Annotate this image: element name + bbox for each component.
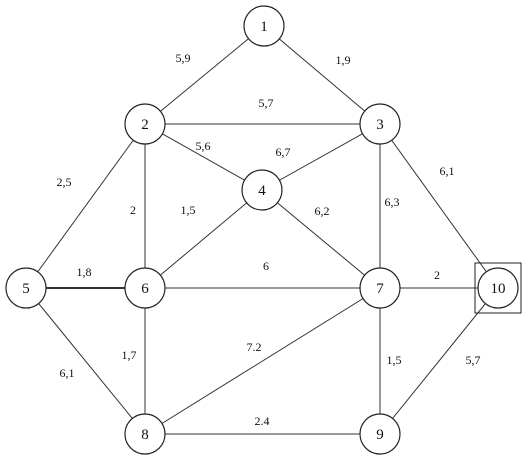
edge-3-10: [379, 123, 499, 289]
node-8-label: 8: [141, 427, 149, 443]
edge-label-6-8: 1,7: [122, 348, 137, 362]
edge-2-5: [25, 123, 146, 289]
node-7: 7: [359, 267, 401, 309]
node-1-circle: [243, 5, 285, 47]
edge-5-8: [25, 287, 146, 435]
edge-4-7: [261, 189, 381, 289]
node-10-circle: [477, 267, 519, 309]
edge-label-4-7: 6,2: [315, 204, 330, 218]
edge-label-2-5: 2,5: [57, 175, 72, 189]
edge-label-2-3: 5,7: [259, 96, 274, 110]
edge-label-5-8: 6,1: [60, 366, 75, 380]
edge-label-8-9: 2.4: [255, 414, 270, 428]
edge-label-7-10: 2: [434, 268, 440, 282]
edge-label-1-2: 5,9: [176, 51, 191, 65]
node-6-circle: [124, 267, 166, 309]
node-2-circle: [124, 103, 166, 145]
node-4-circle: [241, 169, 283, 211]
node-6: 6: [124, 267, 166, 309]
edge-2-4: [144, 123, 263, 191]
node-10-box: [474, 262, 522, 314]
node-8-circle: [124, 413, 166, 455]
edge-labels-layer: 5,9 1,9 5,7 5,6 6,7 2,5 2 1,5 6,2 6,3 6,1 1,8 6 2 6,1 1…: [57, 51, 481, 428]
edge-label-1-3: 1,9: [336, 53, 351, 67]
edge-1-2: [144, 25, 265, 125]
edge-4-6: [144, 189, 263, 289]
node-5: 5: [5, 267, 47, 309]
edges-layer: [25, 25, 499, 435]
edge-9-10: [379, 287, 499, 435]
edge-label-4-6: 1,5: [181, 203, 196, 217]
node-9-label: 9: [376, 427, 384, 443]
edge-label-6-7: 6: [263, 259, 269, 273]
node-7-label: 7: [376, 281, 384, 297]
edge-label-7-9: 1,5: [387, 353, 402, 367]
node-7-circle: [359, 267, 401, 309]
edge-label-7-8: 7.2: [247, 340, 262, 354]
node-8: 8: [124, 413, 166, 455]
node-10: 10: [474, 262, 522, 314]
node-9-circle: [359, 413, 401, 455]
edge-label-9-10: 5,7: [466, 353, 481, 367]
edge-label-2-4: 5,6: [196, 139, 211, 153]
node-10-label: 10: [491, 281, 506, 297]
edge-3-4: [261, 123, 381, 191]
edge-7-8: [144, 287, 381, 435]
edge-label-3-4: 6,7: [276, 145, 291, 159]
nodes-layer: 1 2 3 4 5 6 7 8 9 10: [5, 5, 522, 455]
node-5-label: 5: [22, 281, 30, 297]
edge-label-3-10: 6,1: [440, 164, 455, 178]
edge-label-3-7: 6,3: [385, 195, 400, 209]
node-4-label: 4: [258, 183, 266, 199]
edge-1-3: [263, 25, 381, 125]
node-2: 2: [124, 103, 166, 145]
node-2-label: 2: [141, 117, 149, 133]
node-3: 3: [359, 103, 401, 145]
edge-label-2-6: 2: [130, 203, 136, 217]
node-1: 1: [243, 5, 285, 47]
node-5-circle: [5, 267, 47, 309]
node-6-label: 6: [141, 281, 149, 297]
node-9: 9: [359, 413, 401, 455]
node-1-label: 1: [260, 19, 268, 35]
edge-label-5-6: 1,8: [77, 265, 92, 279]
node-3-label: 3: [376, 117, 384, 133]
node-4: 4: [241, 169, 283, 211]
node-3-circle: [359, 103, 401, 145]
